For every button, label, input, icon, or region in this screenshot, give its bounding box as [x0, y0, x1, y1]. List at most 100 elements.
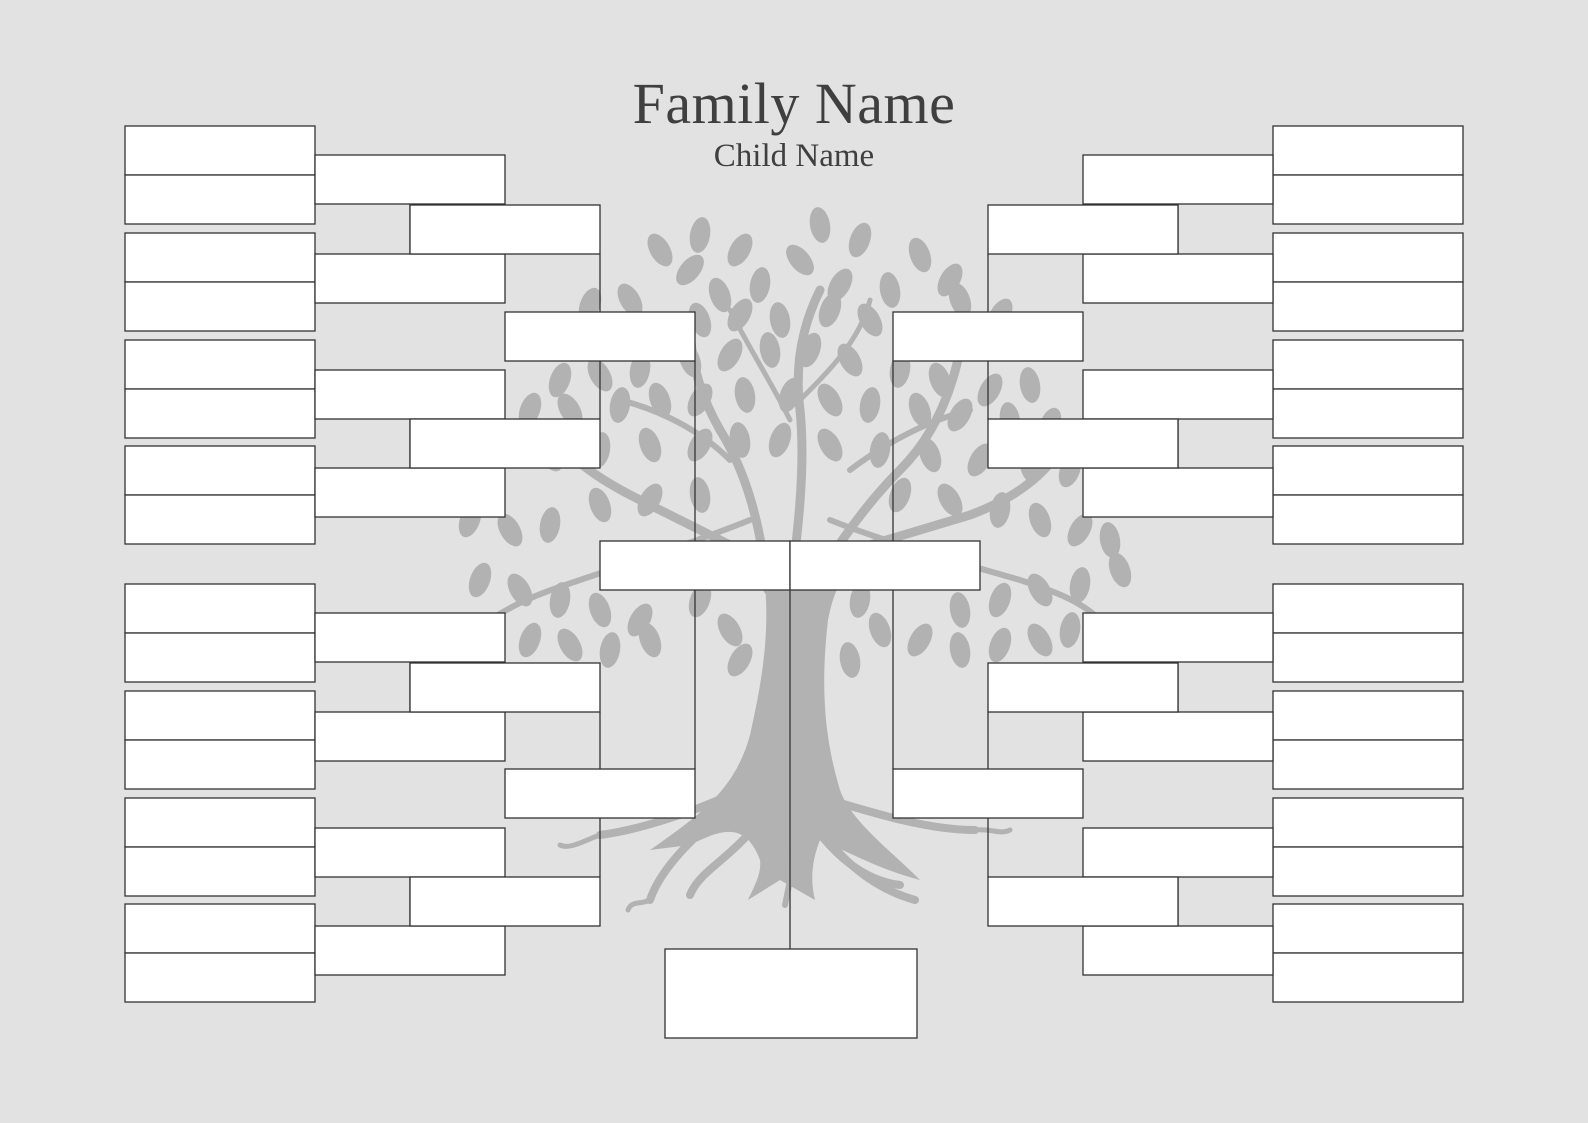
right-grandparent-box-4[interactable]: [987, 876, 1179, 927]
child-box[interactable]: [664, 948, 918, 1039]
left-great-great-grandparent-box-6[interactable]: [124, 388, 316, 439]
center-parent-box-left[interactable]: [599, 540, 791, 591]
left-great-grandparent-box-1[interactable]: [314, 154, 506, 205]
right-great-great-grandparent-box-2[interactable]: [1272, 174, 1464, 225]
right-grandparent-box-2[interactable]: [987, 418, 1179, 469]
right-great-grandparent-box-7[interactable]: [1082, 827, 1274, 878]
left-great-grandparent-box-2[interactable]: [314, 253, 506, 304]
right-great-grandparent-box-8[interactable]: [1082, 925, 1274, 976]
center-parent-box-right[interactable]: [789, 540, 981, 591]
left-great-grandparent-box-5[interactable]: [314, 612, 506, 663]
right-great-grandparent-box-5[interactable]: [1082, 612, 1274, 663]
leaf-icon: [989, 492, 1011, 528]
leaf-icon: [928, 362, 952, 398]
right-great-grandparent-box-6[interactable]: [1082, 711, 1274, 762]
right-great-great-grandparent-box-12[interactable]: [1272, 739, 1464, 790]
right-great-great-grandparent-box-9[interactable]: [1272, 583, 1464, 634]
left-great-great-grandparent-box-3[interactable]: [124, 232, 316, 283]
left-great-great-grandparent-box-10[interactable]: [124, 632, 316, 683]
left-parent-box-2[interactable]: [504, 768, 696, 819]
left-great-great-grandparent-box-15[interactable]: [124, 903, 316, 954]
left-great-great-grandparent-box-12[interactable]: [124, 739, 316, 790]
leaf-icon: [908, 392, 932, 428]
leaf-icon: [817, 428, 843, 462]
leaf-icon: [1028, 502, 1052, 538]
right-great-great-grandparent-box-15[interactable]: [1272, 903, 1464, 954]
right-grandparent-box-3[interactable]: [987, 662, 1179, 713]
leaf-icon: [687, 383, 713, 417]
left-great-grandparent-box-6[interactable]: [314, 711, 506, 762]
left-great-great-grandparent-box-14[interactable]: [124, 846, 316, 897]
left-great-grandparent-box-4[interactable]: [314, 467, 506, 518]
left-great-great-grandparent-box-16[interactable]: [124, 952, 316, 1003]
right-great-great-grandparent-box-16[interactable]: [1272, 952, 1464, 1003]
right-great-great-grandparent-box-4[interactable]: [1272, 281, 1464, 332]
leaf-icon: [497, 513, 523, 547]
left-great-great-grandparent-box-8[interactable]: [124, 494, 316, 545]
tree-icon: [458, 207, 1132, 913]
leaf-icon: [468, 562, 492, 598]
leaf-icon: [818, 292, 842, 328]
right-great-grandparent-box-1[interactable]: [1082, 154, 1274, 205]
right-great-great-grandparent-box-13[interactable]: [1272, 797, 1464, 848]
tree-leaves-icon: [458, 207, 1132, 678]
leaf-icon: [617, 283, 643, 317]
right-great-great-grandparent-box-3[interactable]: [1272, 232, 1464, 283]
leaf-icon: [638, 622, 662, 658]
leaf-icon: [879, 272, 901, 308]
left-grandparent-box-4[interactable]: [409, 876, 601, 927]
leaf-icon: [1059, 612, 1081, 648]
left-great-grandparent-box-8[interactable]: [314, 925, 506, 976]
right-parent-box-1[interactable]: [892, 311, 1084, 362]
leaf-icon: [988, 582, 1012, 618]
right-great-great-grandparent-box-14[interactable]: [1272, 846, 1464, 897]
left-grandparent-box-1[interactable]: [409, 204, 601, 255]
leaf-icon: [1067, 513, 1093, 547]
leaf-icon: [768, 422, 792, 458]
left-great-great-grandparent-box-2[interactable]: [124, 174, 316, 225]
left-grandparent-box-2[interactable]: [409, 418, 601, 469]
left-great-great-grandparent-box-11[interactable]: [124, 690, 316, 741]
right-great-great-grandparent-box-8[interactable]: [1272, 494, 1464, 545]
leaf-icon: [809, 207, 831, 243]
leaf-icon: [778, 377, 802, 413]
left-great-great-grandparent-box-7[interactable]: [124, 445, 316, 496]
left-great-grandparent-box-7[interactable]: [314, 827, 506, 878]
leaf-icon: [609, 387, 631, 423]
left-parent-box-1[interactable]: [504, 311, 696, 362]
leaf-icon: [977, 373, 1003, 407]
leaf-icon: [727, 643, 753, 677]
leaf-icon: [1108, 552, 1132, 588]
left-great-great-grandparent-box-4[interactable]: [124, 281, 316, 332]
leaf-icon: [637, 483, 663, 517]
right-great-grandparent-box-2[interactable]: [1082, 253, 1274, 304]
right-great-great-grandparent-box-10[interactable]: [1272, 632, 1464, 683]
page-title: Family Name: [632, 71, 956, 136]
right-great-great-grandparent-box-7[interactable]: [1272, 445, 1464, 496]
left-great-great-grandparent-box-13[interactable]: [124, 797, 316, 848]
right-great-grandparent-box-3[interactable]: [1082, 369, 1274, 420]
leaf-icon: [588, 487, 612, 523]
right-parent-box-2[interactable]: [892, 768, 1084, 819]
left-great-great-grandparent-box-1[interactable]: [124, 125, 316, 176]
left-great-great-grandparent-box-9[interactable]: [124, 583, 316, 634]
right-great-great-grandparent-box-1[interactable]: [1272, 125, 1464, 176]
leaf-icon: [727, 298, 753, 332]
leaf-icon: [949, 632, 971, 668]
right-grandparent-box-1[interactable]: [987, 204, 1179, 255]
left-great-grandparent-box-3[interactable]: [314, 369, 506, 420]
left-grandparent-box-3[interactable]: [409, 662, 601, 713]
leaf-icon: [769, 302, 791, 338]
leaf-icon: [837, 343, 863, 377]
leaf-icon: [849, 582, 871, 618]
leaf-icon: [857, 303, 883, 337]
page-subtitle: Child Name: [713, 138, 875, 174]
leaf-icon: [687, 428, 713, 462]
right-great-great-grandparent-box-11[interactable]: [1272, 690, 1464, 741]
right-great-great-grandparent-box-6[interactable]: [1272, 388, 1464, 439]
right-great-great-grandparent-box-5[interactable]: [1272, 339, 1464, 390]
leaf-icon: [507, 573, 533, 607]
right-great-grandparent-box-4[interactable]: [1082, 467, 1274, 518]
left-great-great-grandparent-box-5[interactable]: [124, 339, 316, 390]
leaf-icon: [689, 217, 711, 253]
